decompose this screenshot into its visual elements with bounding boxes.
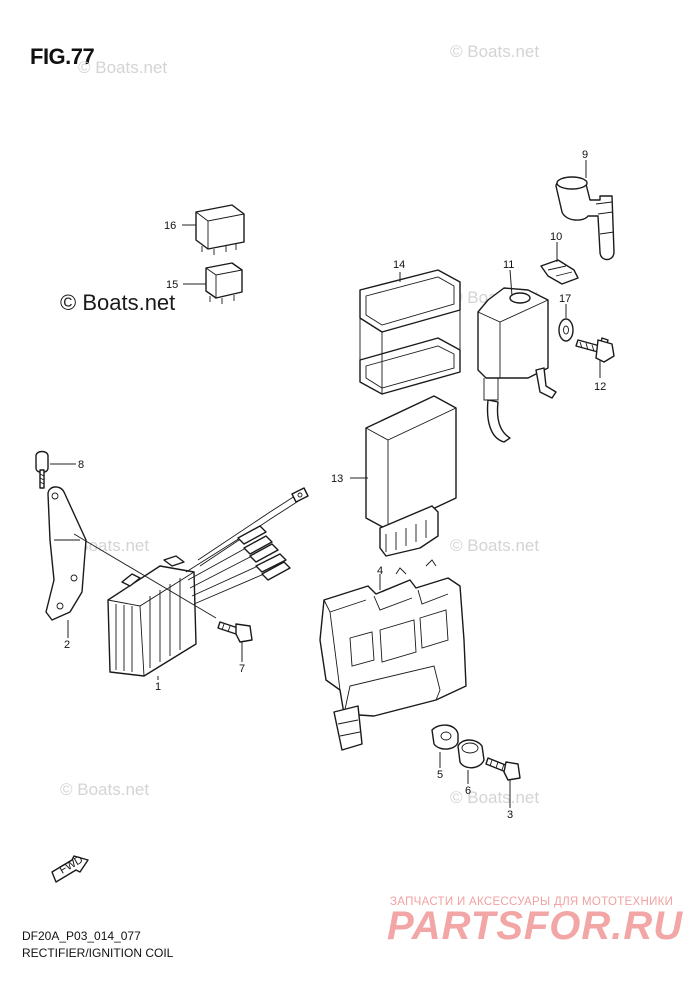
callout-6: 6 xyxy=(465,785,471,797)
callout-9: 9 xyxy=(582,149,588,161)
brand-logo[interactable]: PARTSFOR.RU xyxy=(387,904,684,948)
callout-10: 10 xyxy=(550,231,562,243)
watermark: © Boats.net xyxy=(78,58,168,77)
brand-tagline: ЗАПЧАСТИ И АКСЕССУАРЫ ДЛЯ МОТОТЕХНИКИ xyxy=(390,896,674,908)
rectifier-1-drawing xyxy=(107,487,309,677)
watermark-large: © Boats.net xyxy=(60,290,176,315)
callout-16: 16 xyxy=(164,220,176,232)
clip-10-drawing xyxy=(540,259,579,285)
ecm-13-drawing xyxy=(365,395,457,557)
callout-7: 7 xyxy=(239,663,245,675)
bolt-12-drawing xyxy=(575,337,615,363)
washer-17-drawing xyxy=(558,318,574,342)
figure-code: DF20A_P03_014_077 xyxy=(22,929,141,943)
bolt-3-drawing xyxy=(485,757,521,781)
callout-17: 17 xyxy=(559,293,571,305)
fwd-arrow-icon: FWD xyxy=(51,854,89,883)
callout-1: 1 xyxy=(155,681,161,693)
watermark: © Boats.net xyxy=(450,536,540,555)
callout-2: 2 xyxy=(64,639,70,651)
bolt-8-drawing xyxy=(35,450,49,489)
plug-cap-9-drawing xyxy=(555,176,615,261)
relay-16-drawing xyxy=(195,204,245,255)
relay-15-drawing xyxy=(205,262,243,304)
callout-13: 13 xyxy=(331,473,343,485)
callout-5: 5 xyxy=(437,769,443,781)
cover-14-drawing xyxy=(359,269,461,395)
watermark: © Boats.net xyxy=(450,42,540,61)
callouts: 1 2 3 4 5 6 7 8 9 10 11 12 13 14 15 16 1… xyxy=(64,149,606,821)
figure-name: RECTIFIER/IGNITION COIL xyxy=(22,946,174,960)
bracket-2-drawing xyxy=(45,486,87,621)
callout-14: 14 xyxy=(393,259,405,271)
callout-11: 11 xyxy=(503,259,514,271)
callout-8: 8 xyxy=(78,459,84,471)
grommet-5-drawing xyxy=(431,724,459,750)
bolt-7-drawing xyxy=(217,621,253,643)
callout-12: 12 xyxy=(594,381,606,393)
callout-3: 3 xyxy=(507,809,513,821)
collar-6-drawing xyxy=(457,739,485,769)
callout-4: 4 xyxy=(377,565,383,577)
watermark: © Boats.net xyxy=(60,780,150,799)
callout-15: 15 xyxy=(166,279,178,291)
ignition-coil-11-drawing xyxy=(477,287,557,443)
leader-lines xyxy=(50,160,601,808)
bracket-4-drawing xyxy=(319,559,467,751)
figure-title: FIG.77 xyxy=(30,44,95,69)
watermark: © Boats.net xyxy=(450,788,540,807)
